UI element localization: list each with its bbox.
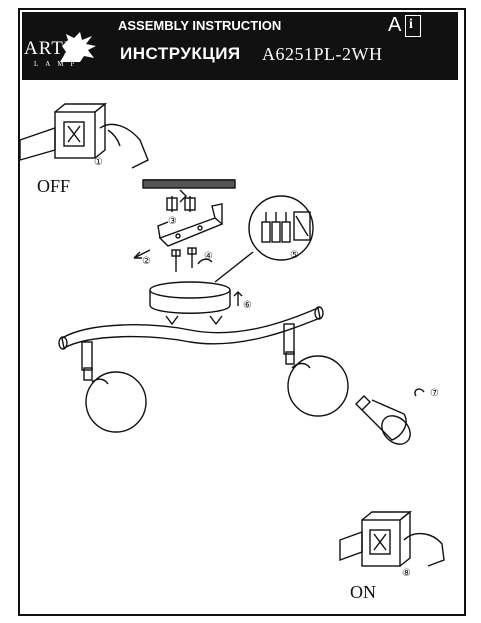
- title-ru: ИНСТРУКЦИЯ: [120, 44, 241, 63]
- step-5-number: ⑤: [290, 250, 299, 261]
- mounting-bracket: [133, 203, 224, 259]
- lamp-left: [81, 341, 147, 433]
- brand-name: ARTE: [24, 38, 77, 59]
- brand-sub: LAMP: [34, 60, 82, 68]
- page-border: [18, 8, 466, 616]
- step-3-number: ③: [168, 216, 177, 227]
- switch-box-on: [339, 510, 445, 567]
- fixture-arm: [58, 306, 324, 350]
- lamp-right: [283, 323, 349, 417]
- ceiling-screws: [166, 189, 196, 212]
- step-8-number: ⑧: [402, 568, 411, 579]
- language-letter: A: [388, 14, 402, 36]
- ceiling-canopy: [149, 281, 243, 326]
- info-icon: i: [405, 15, 421, 37]
- gu10-bulb: [355, 388, 425, 445]
- header-bar: [22, 12, 458, 80]
- wiring-detail: [214, 195, 314, 283]
- on-label: ON: [350, 582, 376, 602]
- title-en: ASSEMBLY INSTRUCTION: [118, 18, 282, 33]
- step-1-number: ①: [94, 157, 103, 168]
- step-2-number: ②: [142, 256, 151, 267]
- step-6-number: ⑥: [243, 300, 252, 311]
- step-7-number: ⑦: [430, 388, 439, 399]
- mounting-screws: [171, 247, 213, 272]
- switch-box-off: [19, 102, 149, 169]
- griffin-logo-icon: [60, 32, 96, 62]
- model-number: A6251PL-2WH: [262, 44, 383, 64]
- step-4-number: ④: [204, 251, 213, 262]
- ceiling: [142, 179, 236, 189]
- off-label: OFF: [37, 176, 71, 196]
